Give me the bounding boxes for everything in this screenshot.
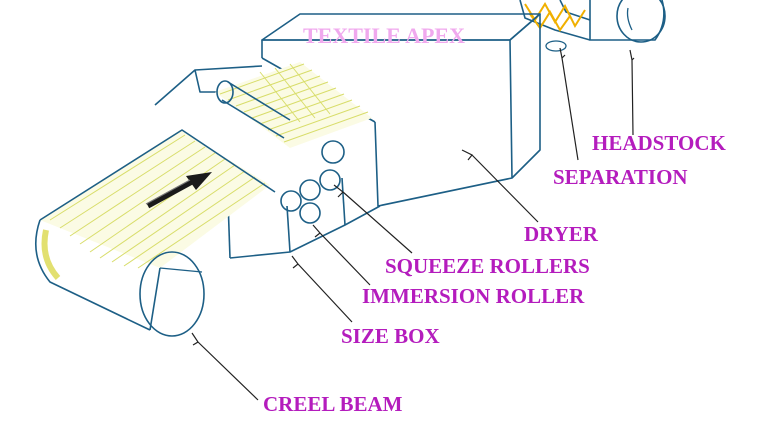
guide-roller xyxy=(216,80,291,139)
label-squeeze-rollers: SQUEEZE ROLLERS xyxy=(385,254,590,278)
label-dryer: DRYER xyxy=(524,222,599,246)
immersion-rollers xyxy=(280,190,321,224)
headstock-drum xyxy=(589,0,666,43)
direction-arrow-icon xyxy=(145,172,212,209)
squeeze-rollers xyxy=(299,140,345,201)
yarn-sheet-upper xyxy=(215,62,372,148)
label-headstock: HEADSTOCK xyxy=(592,131,726,155)
label-creel-beam: CREEL BEAM xyxy=(263,392,403,416)
watermark-text: TEXTILE APEX xyxy=(303,23,465,48)
label-separation: SEPARATION xyxy=(553,165,688,189)
separation-rods xyxy=(519,0,591,52)
size-box xyxy=(154,65,381,259)
label-size-box: SIZE BOX xyxy=(341,324,440,348)
creel-beam xyxy=(34,129,276,337)
label-immersion-roller: IMMERSION ROLLER xyxy=(362,284,585,308)
leader-lines xyxy=(191,47,635,401)
